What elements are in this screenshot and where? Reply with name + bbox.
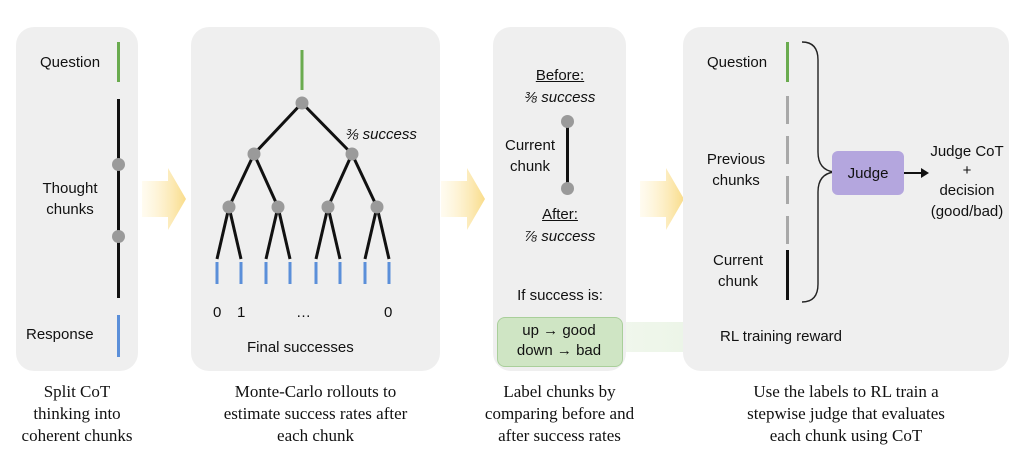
chunk-boundary-node: [112, 230, 125, 243]
panel-stepwise-judge: [683, 27, 1009, 371]
after-label: After:: [542, 206, 578, 223]
if-success-label: If success is:: [517, 287, 603, 304]
rl-training-reward-label: RL training reward: [720, 328, 842, 345]
current-chunk-bar: [566, 122, 569, 188]
outcome-1: 1: [237, 304, 246, 321]
chunk-boundary-node: [112, 158, 125, 171]
panel-label-chunks: [493, 27, 626, 371]
outcome-last: 0: [384, 304, 393, 321]
rollout-tree: [215, 50, 391, 284]
judge-good-bad-label: (good/bad): [930, 203, 1004, 220]
previous-chunks-label-line1: Previous: [706, 151, 766, 168]
previous-chunks-label-line2: chunks: [712, 172, 760, 189]
before-value: ⅜ success: [524, 89, 596, 106]
chunk-start-node: [561, 115, 574, 128]
thought-chunks-label-line1: Thought: [42, 180, 98, 197]
judge-label: Judge: [847, 164, 889, 182]
question-bar: [117, 42, 120, 82]
thought-chunks-bar: [117, 99, 120, 298]
judge-box: Judge: [832, 151, 904, 195]
current-chunk-4-label-line2: chunk: [717, 273, 759, 290]
judge-output-arrow: [904, 168, 929, 178]
tree-success-label: ⅜ success: [346, 126, 417, 143]
label-rule-box: [497, 317, 623, 367]
flow-arrow-1: [142, 168, 186, 230]
current-chunk-label-line1: Current: [504, 137, 556, 154]
final-successes-label: Final successes: [247, 339, 354, 356]
judge-question-bar: [786, 42, 789, 82]
current-chunk-4-bar: [786, 250, 789, 300]
before-label: Before:: [535, 67, 585, 84]
flow-arrow-2: [441, 168, 485, 230]
thought-chunks-label-line2: chunks: [46, 201, 94, 218]
after-value: ⅞ success: [524, 228, 596, 245]
response-bar: [117, 315, 120, 357]
previous-chunks-dashed-bar: [786, 96, 789, 244]
flow-arrow-3: [640, 168, 684, 230]
judge-question-label: Question: [707, 54, 768, 71]
current-chunk-label-line2: chunk: [509, 158, 551, 175]
judge-cot-label: Judge CoT: [930, 143, 1004, 160]
judge-decision-label: decision: [939, 182, 995, 199]
outcome-0: 0: [213, 304, 222, 321]
question-label: Question: [40, 54, 101, 71]
current-chunk-4-label-line1: Current: [712, 252, 764, 269]
down-bad-label: down → bad: [516, 342, 602, 359]
response-label: Response: [26, 326, 94, 343]
judge-plus-label: +: [962, 162, 972, 179]
chunk-end-node: [561, 182, 574, 195]
up-good-label: up → good: [522, 322, 596, 339]
outcome-ellipsis: …: [296, 304, 311, 321]
